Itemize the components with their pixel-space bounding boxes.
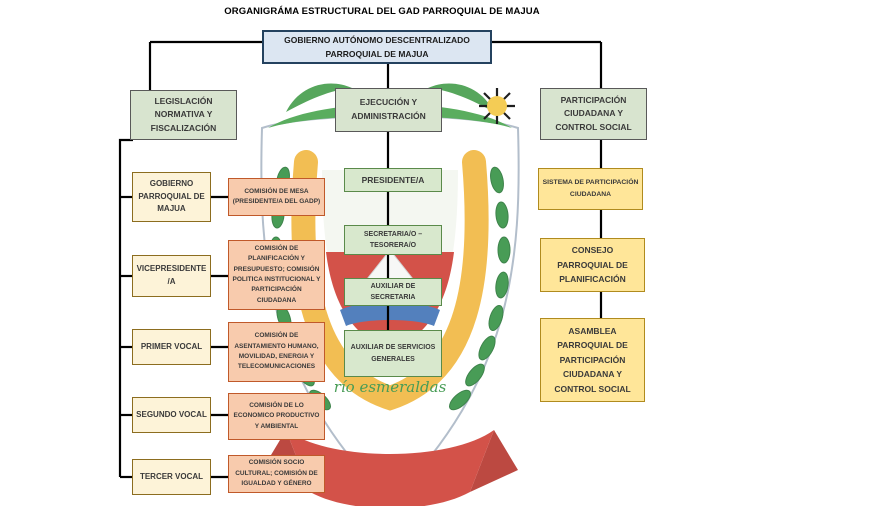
node-auxiliar-secretaria: AUXILIAR DE SECRETARIA xyxy=(344,278,442,306)
node-gad-root: GOBIERNO AUTÓNOMO DESCENTRALIZADO PARROQ… xyxy=(262,30,492,64)
river-icon xyxy=(340,302,440,326)
node-comision-economico: COMISIÓN DE LO ECONOMICO PRODUCTIVO Y AM… xyxy=(228,393,325,440)
node-vicepresidente: VICEPRESIDENTE/A xyxy=(132,255,211,297)
node-segundo-vocal: SEGUNDO VOCAL xyxy=(132,397,211,433)
node-comision-asentamiento: COMISIÓN DE ASENTAMIENTO HUMANO, MOVILID… xyxy=(228,322,325,382)
node-secretaria-tesorera: SECRETARIA/O – TESORERA/O xyxy=(344,225,442,255)
connector-line xyxy=(118,138,133,477)
crest-motto-text: río esmeraldas xyxy=(334,378,447,396)
node-comision-socio-cultural: COMISIÓN SOCIO CULTURAL; COMISIÓN DE IGU… xyxy=(228,455,325,493)
node-asamblea-parroquial: ASAMBLEA PARROQUIAL DE PARTICIPACIÓN CIU… xyxy=(540,318,645,402)
node-presidente: PRESIDENTE/A xyxy=(344,168,442,192)
node-sistema-participacion: SISTEMA DE PARTICIPACIÓN CIUDADANA xyxy=(538,168,643,210)
node-comision-planificacion: COMISIÓN DE PLANIFICACIÓN Y PRESUPUESTO;… xyxy=(228,240,325,310)
laurel-right-icon xyxy=(449,166,511,411)
node-ejecucion: EJECUCIÓN Y ADMINISTRACIÓN xyxy=(335,88,442,132)
node-participacion: PARTICIPACIÓN CIUDADANA Y CONTROL SOCIAL xyxy=(540,88,647,140)
sun-icon xyxy=(487,96,507,116)
node-auxiliar-servicios: AUXILIAR DE SERVICIOS GENERALES xyxy=(344,330,442,377)
ribbon-right-tail-icon xyxy=(470,430,518,492)
node-tercer-vocal: TERCER VOCAL xyxy=(132,459,211,495)
node-comision-mesa: COMISIÓN DE MESA (PRESIDENTE/A DEL GADP) xyxy=(228,178,325,216)
bottom-ribbon-icon xyxy=(286,430,494,506)
node-consejo-planificacion: CONSEJO PARROQUIAL DE PLANIFICACIÓN xyxy=(540,238,645,292)
node-legislacion: LEGISLACIÓN NORMATIVA Y FISCALIZACIÓN xyxy=(130,90,237,140)
top-ribbon-right-icon xyxy=(428,83,494,112)
crest-group: río esmeraldas xyxy=(260,83,520,506)
node-gobierno-parroquial: GOBIERNO PARROQUIAL DE MAJUA xyxy=(132,172,211,222)
node-primer-vocal: PRIMER VOCAL xyxy=(132,329,211,365)
chart-title: ORGANIGRÁMA ESTRUCTURAL DEL GAD PARROQUI… xyxy=(224,6,540,17)
